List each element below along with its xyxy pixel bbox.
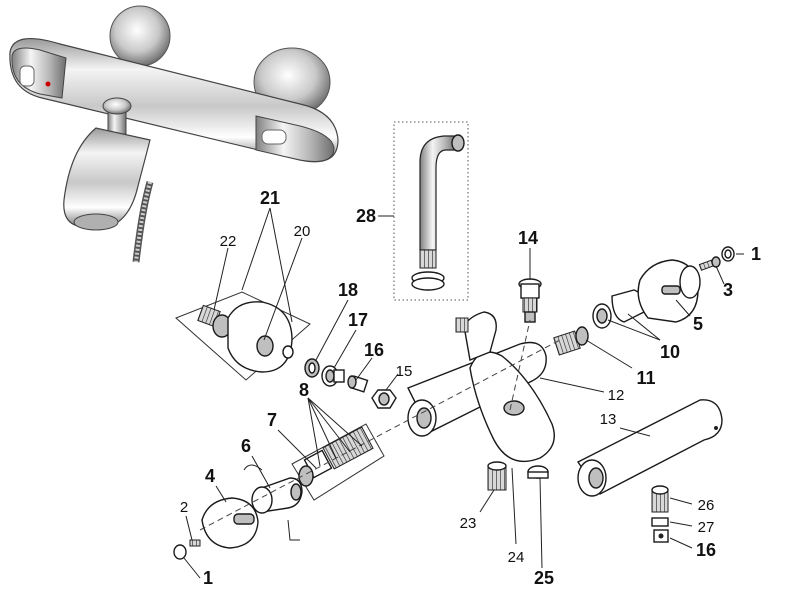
callout-4: 4 bbox=[205, 466, 215, 486]
handle-grip-marker bbox=[19, 65, 35, 87]
callout-25: 25 bbox=[534, 568, 554, 588]
callout-23: 23 bbox=[460, 515, 477, 532]
part-8-thermostatic-cartridge bbox=[298, 426, 374, 487]
callout-1-top: 1 bbox=[751, 244, 761, 264]
flow-handle bbox=[255, 115, 335, 162]
callout-8: 8 bbox=[299, 380, 309, 400]
part-1-cap-top bbox=[721, 246, 735, 262]
callout-labels: 21 22 20 28 14 1 3 18 17 16 15 5 10 11 1… bbox=[180, 188, 761, 588]
part-23-aerator bbox=[487, 461, 507, 491]
part-28-shower-elbow bbox=[411, 134, 465, 291]
callout-3: 3 bbox=[723, 280, 733, 300]
hot-indicator-dot bbox=[45, 81, 51, 87]
callout-13: 13 bbox=[600, 411, 617, 428]
callout-2: 2 bbox=[180, 499, 188, 516]
part-5-handle-cover bbox=[637, 259, 701, 323]
part-26-27-16-stack bbox=[651, 485, 669, 543]
part-17-ring bbox=[321, 365, 345, 387]
shower-hose bbox=[132, 181, 154, 263]
callout-20: 20 bbox=[294, 223, 311, 240]
callout-14: 14 bbox=[518, 228, 538, 248]
left-wall-flange bbox=[109, 5, 171, 67]
spout-outlet bbox=[73, 213, 119, 231]
callout-26: 26 bbox=[698, 497, 715, 514]
callout-17: 17 bbox=[348, 310, 368, 330]
part-25-washer bbox=[527, 465, 549, 479]
part-2-screw bbox=[189, 539, 201, 547]
callout-16-right: 16 bbox=[696, 540, 716, 560]
diverter-knob bbox=[102, 97, 132, 115]
assembly-box-21 bbox=[175, 291, 311, 381]
part-15-nut bbox=[371, 389, 397, 409]
callout-5: 5 bbox=[693, 314, 703, 334]
part-10-rings bbox=[592, 289, 645, 329]
part-11-cartridge bbox=[553, 326, 589, 356]
part-6-adaptor bbox=[243, 464, 303, 541]
callout-6: 6 bbox=[241, 436, 251, 456]
assembly-box-7 bbox=[291, 423, 385, 501]
callout-22: 22 bbox=[220, 233, 237, 250]
part-14-diverter bbox=[518, 278, 542, 323]
assembly-axis-left bbox=[199, 339, 561, 531]
callout-11: 11 bbox=[636, 368, 655, 388]
callout-27: 27 bbox=[698, 519, 715, 536]
callout-15: 15 bbox=[396, 363, 413, 380]
part-28-box bbox=[393, 121, 469, 301]
callout-10: 10 bbox=[660, 342, 680, 362]
leader-lines bbox=[183, 207, 744, 579]
part-13-body-sleeve bbox=[576, 399, 723, 497]
part-18-oring bbox=[304, 358, 320, 378]
callout-1-bottom: 1 bbox=[203, 568, 213, 588]
callout-24: 24 bbox=[508, 549, 525, 566]
callout-12: 12 bbox=[608, 387, 625, 404]
part-12-main-body bbox=[407, 311, 555, 463]
product-photo bbox=[0, 0, 339, 263]
flow-handle-grip bbox=[261, 129, 287, 145]
part-22-insert bbox=[197, 304, 232, 338]
part-1-cap-bottom bbox=[173, 544, 187, 560]
part-16-filter bbox=[347, 375, 369, 393]
callout-7: 7 bbox=[267, 410, 277, 430]
callout-16-left: 16 bbox=[364, 340, 384, 360]
callout-18: 18 bbox=[338, 280, 358, 300]
assembly-axis-vertical bbox=[509, 319, 531, 411]
callout-28: 28 bbox=[356, 206, 376, 226]
callout-21: 21 bbox=[260, 188, 280, 208]
part-20-cover bbox=[227, 301, 294, 373]
part-4-temperature-knob bbox=[201, 497, 259, 549]
